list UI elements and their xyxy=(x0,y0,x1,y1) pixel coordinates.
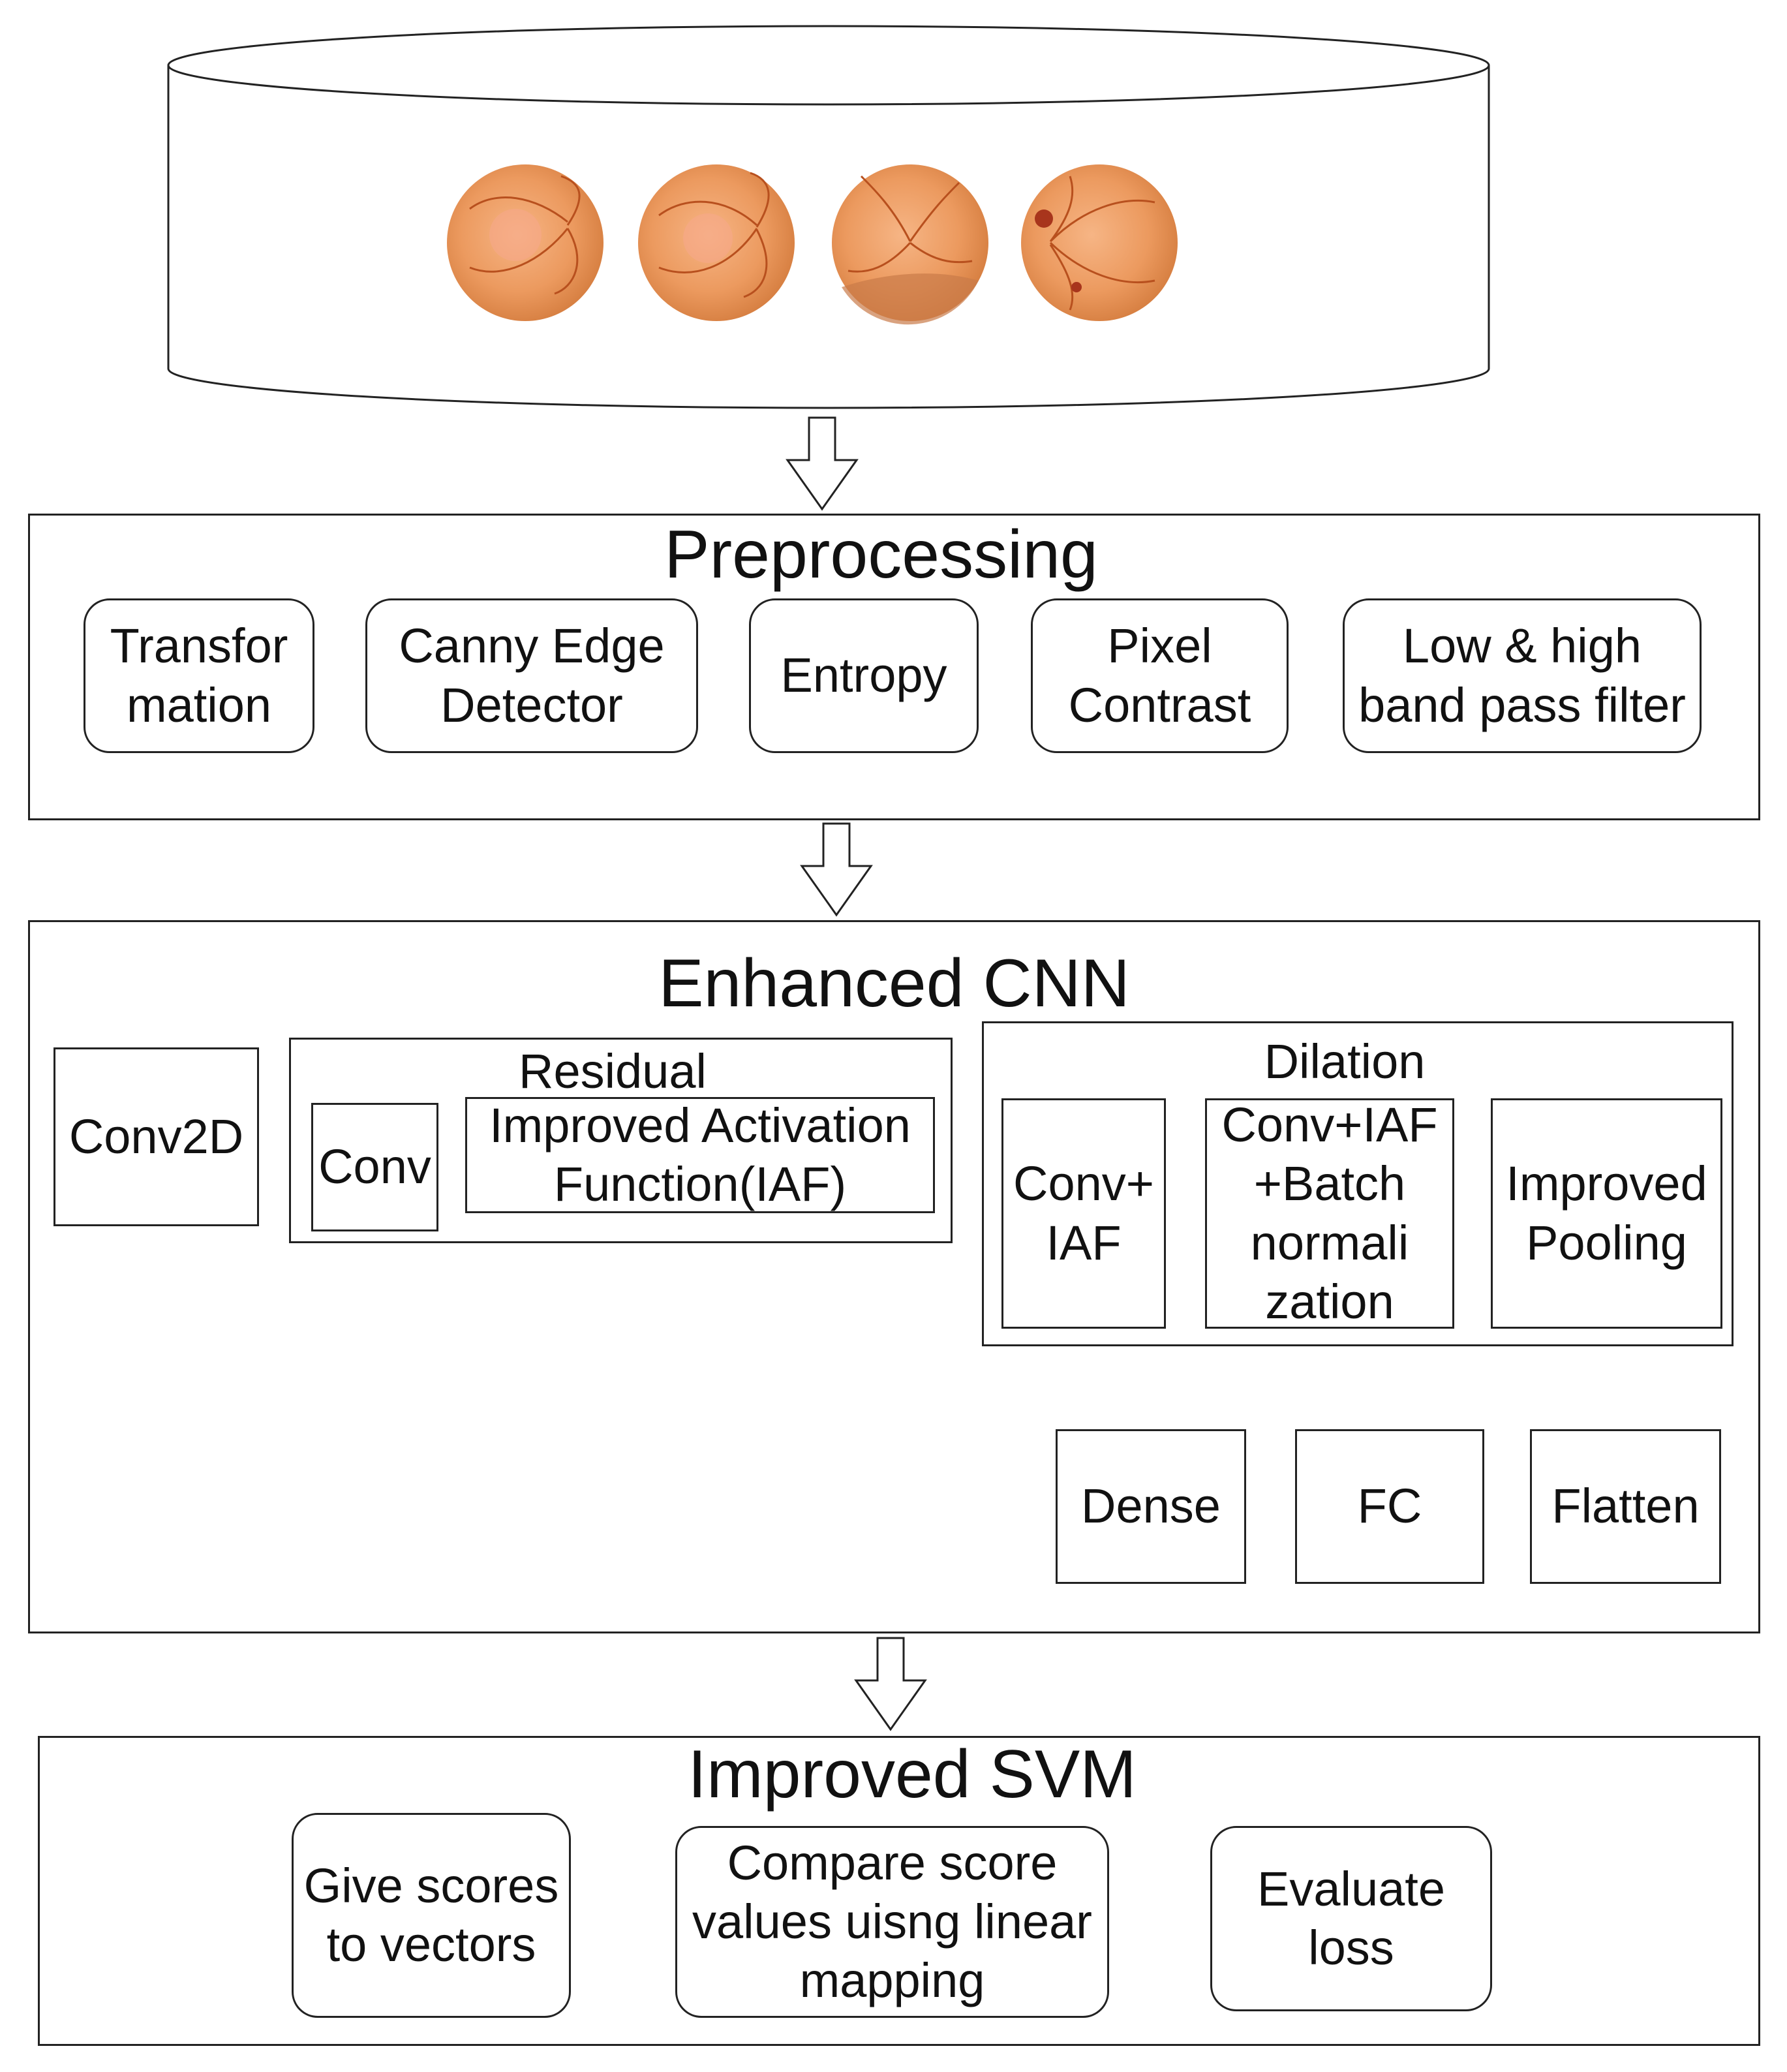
svm-evaluate-loss: Evaluate loss xyxy=(1210,1826,1492,2011)
dilation-conv-iaf: Conv+ IAF xyxy=(1001,1098,1166,1329)
conv2d-block: Conv2D xyxy=(53,1047,259,1226)
dense-block: Dense xyxy=(1056,1429,1246,1584)
residual-iaf: Improved Activation Function(IAF) xyxy=(465,1097,935,1213)
step-canny-edge-detector: Canny Edge Detector xyxy=(365,598,698,753)
dilation-title: Dilation xyxy=(1264,1034,1426,1089)
flow-arrow-1 xyxy=(786,416,859,511)
fc-block: FC xyxy=(1295,1429,1484,1584)
preprocessing-title: Preprocessing xyxy=(664,517,1098,593)
fundus-image-1 xyxy=(447,164,603,321)
svm-compare-scores: Compare score values uisng linear mappin… xyxy=(675,1826,1109,2018)
improved-svm-title: Improved SVM xyxy=(688,1737,1137,1812)
enhanced-cnn-title: Enhanced CNN xyxy=(658,946,1130,1021)
database-cylinder xyxy=(167,25,1490,409)
residual-conv: Conv xyxy=(311,1103,438,1231)
flow-arrow-2 xyxy=(800,822,873,917)
step-band-pass-filter: Low & high band pass filter xyxy=(1343,598,1702,753)
fundus-image-2 xyxy=(638,164,795,321)
residual-title: Residual xyxy=(519,1044,707,1098)
step-entropy: Entropy xyxy=(749,598,979,753)
flatten-block: Flatten xyxy=(1530,1429,1721,1584)
step-pixel-contrast: Pixel Contrast xyxy=(1031,598,1289,753)
flow-arrow-3 xyxy=(854,1637,927,1731)
fundus-image-4 xyxy=(1021,164,1178,321)
svm-give-scores: Give scores to vectors xyxy=(292,1813,571,2018)
dilation-conv-iaf-batchnorm: Conv+IAF +Batch normali zation xyxy=(1205,1098,1454,1329)
step-transformation: Transfor mation xyxy=(84,598,314,753)
fundus-image-3 xyxy=(832,164,988,325)
dilation-improved-pooling: Improved Pooling xyxy=(1491,1098,1722,1329)
